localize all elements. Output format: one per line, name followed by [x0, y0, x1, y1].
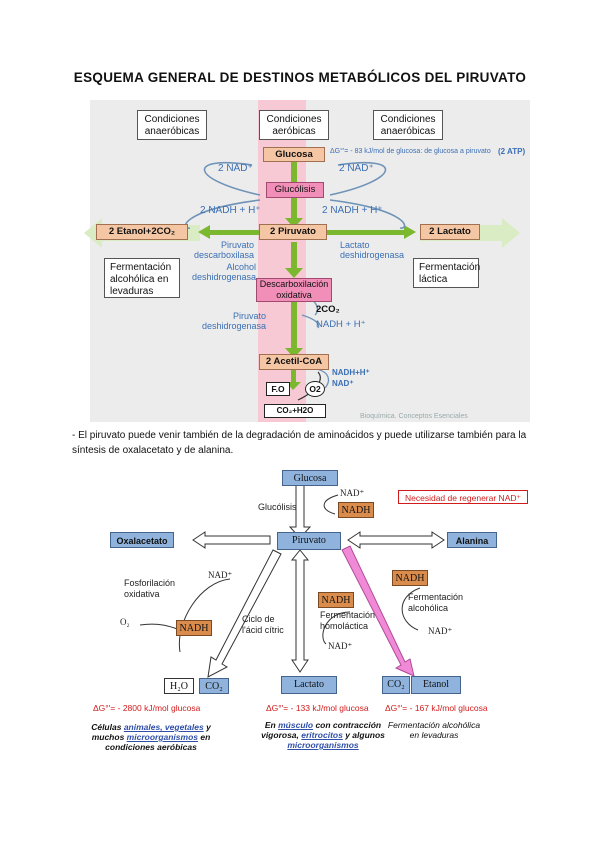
diagonal-left-arrow: [207, 549, 282, 678]
enz-alcohol-deshidrogenasa: Alcohol deshidrogenasa: [191, 262, 256, 282]
foot-homolactic-part-2: con contracción vigorosa,: [261, 720, 382, 740]
nad-right-curve: [329, 161, 387, 196]
fosf-label: Fosforilación oxidativa: [124, 578, 176, 599]
co2-h2o-box: CO₂+H2O: [264, 404, 326, 418]
nad-top-label: NAD⁺: [340, 488, 365, 498]
green-arrow-right-shaft: [326, 230, 406, 235]
piruvato-node: Piruvato: [277, 532, 341, 550]
ferm-alc-label: Fermentación alcohólica: [408, 592, 464, 613]
alanina-node: Alanina: [447, 532, 497, 548]
cond-aerobic: Condiciones aeróbicas: [259, 110, 329, 140]
cond-anaerobic-left: Condiciones anaeróbicas: [137, 110, 207, 140]
oxalacetato-node: Oxalacetato: [110, 532, 174, 548]
foot-homolactic: En músculo con contracción vigorosa, eri…: [258, 720, 388, 750]
green-arrow-left-shaft: [208, 230, 268, 235]
foot-homolactic-link-2[interactable]: eritrocitos: [301, 730, 343, 740]
acetil-coa-box: 2 Acetil-CoA: [259, 354, 329, 370]
nad-right-label: 2 NAD⁺: [339, 163, 374, 174]
glucolisis-label: Glucólisis: [258, 502, 297, 512]
nadh-left-label: 2 NADH + H⁺: [200, 205, 261, 216]
green-arrow-acetil: [291, 300, 297, 352]
green-arrow-right-head: [404, 225, 416, 239]
foot-aerobic-part-1: Células: [91, 722, 122, 732]
glucosa-box: Glucosa: [263, 147, 325, 162]
nadh-acetil-label: NADH+H⁺: [332, 368, 370, 377]
co2-left-node: CO₂: [199, 678, 229, 694]
etanol-node: Etanol: [411, 676, 461, 694]
glucosa-node: Glucosa: [282, 470, 338, 486]
nad-top-curve: [323, 494, 339, 515]
foot-aerobic-part-2: y muchos: [91, 722, 211, 742]
ferm-homo-label: Fermentación homoláctica: [320, 610, 376, 631]
green-arrow-descarbox-head: [285, 268, 303, 278]
paragraph-text: - El piruvato puede venir también de la …: [72, 430, 527, 456]
nadh-right-curve: [329, 199, 406, 229]
nadh-right-label: 2 NADH + H⁺: [322, 205, 383, 216]
o2-left-label: O₂: [120, 617, 130, 627]
bottom-diagram-graphics: [139, 483, 445, 678]
glucolisis-box: Glucólisis: [266, 182, 324, 198]
nad-acetil-label: NAD⁺: [332, 379, 354, 388]
foot-homolactic-part-1: En: [264, 720, 276, 730]
etanol-box: 2 Etanol+2CO₂: [96, 224, 188, 240]
fosf-loop: [178, 578, 231, 653]
atp-label: (2 ATP): [498, 147, 526, 156]
co2-label: 2CO₂: [316, 304, 340, 315]
foot-aerobic-link-2[interactable]: microorganismos: [126, 732, 198, 742]
lactato-box: 2 Lactato: [420, 224, 480, 240]
green-arrow-glucose-head: [285, 218, 303, 228]
dg-aerobic: ΔG°'= - 2800 kJ/mol glucosa: [93, 703, 201, 713]
page-title: ESQUEMA GENERAL DE DESTINOS METABÓLICOS …: [73, 70, 527, 85]
oxalacetato-arrow: [192, 531, 271, 549]
cond-anaerobic-right: Condiciones anaeróbicas: [373, 110, 443, 140]
fo-box: F.O: [266, 382, 290, 396]
foot-homolactic-part-3: y algunos: [345, 730, 385, 740]
nad-left-label: 2 NAD⁺: [218, 163, 253, 174]
h2o-node: H₂O: [164, 678, 194, 694]
descarbox-nadh-curve: [301, 314, 320, 329]
pdh-label: Piruvato deshidrogenasa: [201, 311, 266, 331]
nadh-right-node: NADH: [392, 570, 428, 586]
regen-note: Necesidad de regenerar NAD⁺: [398, 490, 528, 504]
lactato-double-arrow: [290, 549, 310, 673]
dg-alcoholic: ΔG°'= - 167 kJ/mol glucosa: [385, 703, 488, 713]
nadh-mid-node: NADH: [318, 592, 354, 608]
co2-right-node: CO₂: [382, 676, 410, 694]
green-arrow-acetil-head: [285, 348, 303, 358]
nadh-top-node: NADH: [338, 502, 374, 518]
foot-alcoholic: Fermentación alcohólica en levaduras: [387, 720, 481, 740]
foot-aerobic-part-3: en condiciones aeróbicas: [105, 732, 211, 752]
dg-homolactic: ΔG°'= - 133 kJ/mol glucosa: [266, 703, 369, 713]
right-loop: [401, 587, 421, 631]
nad-right-label: NAD⁺: [428, 626, 453, 636]
ferm-alcoholica-box: Fermentación alcohólica en levaduras: [104, 258, 180, 298]
mid-loop: [322, 611, 351, 645]
foot-aerobic: Células animales, vegetales y muchos mic…: [86, 722, 216, 752]
watermark: Bioquímica. Conceptos Esenciales: [360, 413, 468, 420]
green-arrow-left-head: [198, 225, 210, 239]
nad-left-curve: [203, 161, 261, 196]
nad-mid-label: NAD⁺: [328, 641, 353, 651]
ciclo-label: Ciclo de l'ácid cítric: [242, 614, 284, 635]
descarbox-box: Descarboxilación oxidativa: [256, 278, 332, 302]
enz-piruvato-descarboxilasa: Piruvato descarboxilasa: [193, 240, 254, 260]
piruvato-box: 2 Piruvato: [259, 224, 327, 240]
o2-circle: O2: [305, 381, 325, 397]
foot-homolactic-link-1[interactable]: músculo: [278, 720, 314, 730]
alanina-double-arrow: [347, 531, 445, 549]
lactato-node: Lactato: [281, 676, 337, 694]
o2-arrow: [139, 623, 181, 631]
pink-diagonal-arrow: [341, 545, 415, 677]
green-arrow-descarbox: [291, 242, 297, 272]
foot-homolactic-link-3[interactable]: microorganismos: [287, 740, 359, 750]
green-arrow-fo: [291, 370, 296, 384]
dg-text: ΔG°'= - 83 kJ/mol de glucosa: de glucosa…: [330, 148, 491, 155]
nadh-mid-label: NADH + H⁺: [316, 319, 366, 330]
ferm-lactica-box: Fermentación láctica: [413, 258, 480, 288]
enz-lactato-deshidrogenasa: Lactato deshidrogenasa: [340, 240, 405, 260]
nadh-left-node: NADH: [176, 620, 212, 636]
foot-aerobic-link-1[interactable]: animales, vegetales: [123, 722, 204, 732]
nad-left-label: NAD⁺: [208, 570, 233, 580]
